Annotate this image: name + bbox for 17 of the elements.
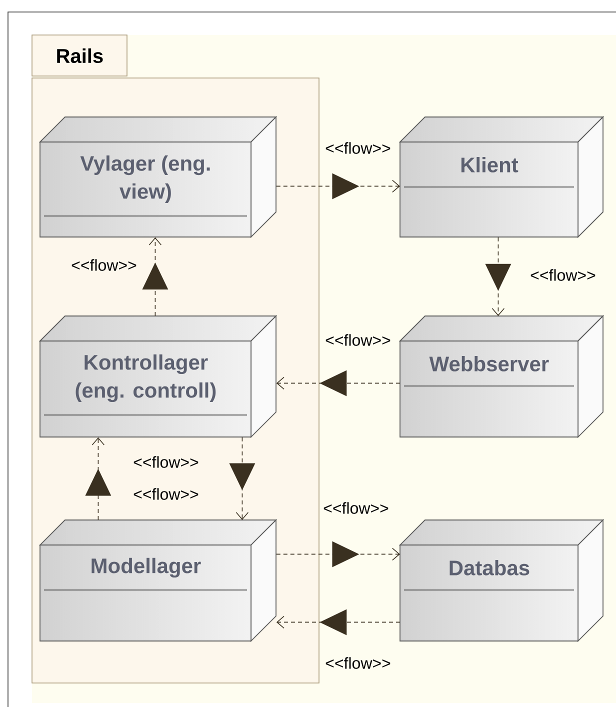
flow-arrow [276, 173, 400, 200]
flow-arrow [229, 437, 256, 520]
edge-label: <<flow>> [326, 657, 390, 669]
flow-arrow [276, 609, 400, 636]
flow-arrow [85, 437, 112, 520]
flow-arrow [276, 370, 400, 396]
flow-arrow [276, 541, 400, 568]
edge-label: <<flow>> [326, 334, 390, 346]
edge-label: <<flow>> [134, 456, 198, 468]
edge-label: <<flow>> [72, 259, 136, 271]
edge-label: <<flow>> [324, 502, 388, 514]
edge-label: <<flow>> [326, 142, 390, 154]
flow-arrow [485, 237, 512, 316]
node-label: Rails [57, 48, 103, 64]
edge-label: <<flow>> [530, 269, 596, 281]
edge-label: <<flow>> [134, 488, 198, 500]
flow-arrow [142, 237, 168, 316]
